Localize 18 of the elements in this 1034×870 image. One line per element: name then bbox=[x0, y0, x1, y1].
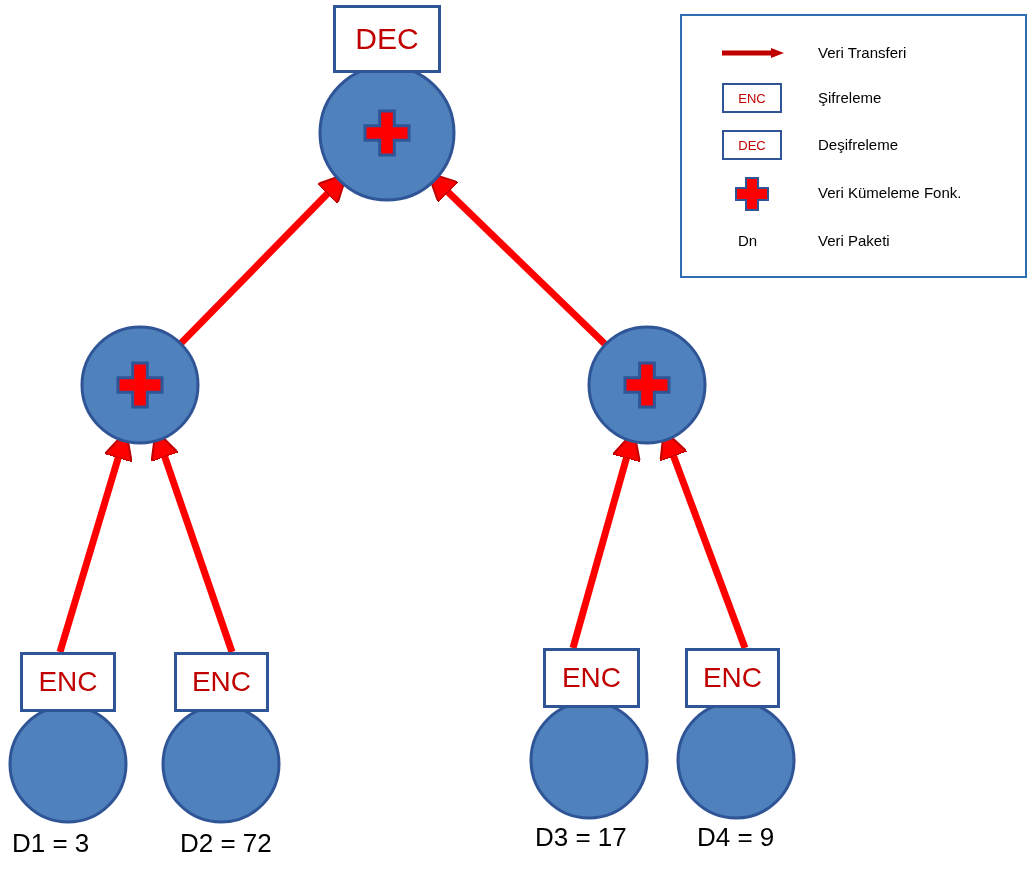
data-packet-label: D1 = 3 bbox=[12, 828, 90, 859]
label-box: DEC bbox=[333, 5, 441, 73]
legend-text: Veri Kümeleme Fonk. bbox=[818, 184, 962, 201]
legend-text: Veri Transferi bbox=[818, 44, 907, 61]
data-packet-label: D3 = 17 bbox=[535, 822, 627, 853]
legend-label-box: ENC bbox=[722, 83, 782, 113]
label-box: ENC bbox=[20, 652, 116, 712]
legend-text: Şifreleme bbox=[818, 89, 882, 106]
legend-symbol-text: Dn bbox=[738, 232, 758, 249]
data-packet-label: D2 = 72 bbox=[180, 828, 272, 859]
aggregator-node bbox=[320, 5, 456, 202]
legend-label-box: DEC bbox=[722, 130, 782, 160]
label-box: ENC bbox=[543, 648, 640, 708]
label-box: ENC bbox=[174, 652, 269, 712]
data-packet-label: D4 = 9 bbox=[697, 822, 775, 853]
legend-text: Veri Paketi bbox=[818, 232, 890, 249]
legend-text: Deşifreleme bbox=[818, 136, 899, 153]
label-box: ENC bbox=[685, 648, 780, 708]
